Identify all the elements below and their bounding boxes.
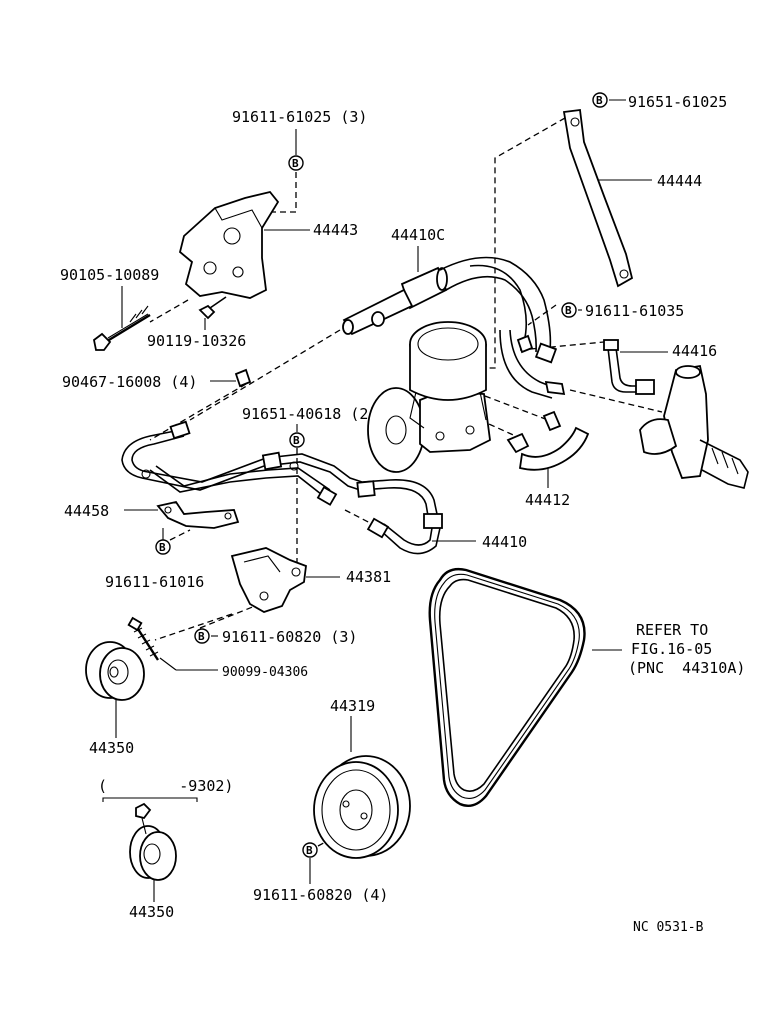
bracket-44443 [178,190,280,299]
label-44444: 44444 [657,172,702,190]
label-91611-60820-4: 91611-60820 (4) [253,886,388,904]
bracket-44381 [230,547,307,613]
bolt-90119-10326 [198,296,227,320]
label-90467-16008-4: 90467-16008 (4) [62,373,197,391]
refer-line-3: (PNC 44310A) [628,659,745,677]
clamp-90467-16008 [234,368,252,388]
bolt-badge-top-right: B [592,92,608,108]
bracket-44458 [156,500,240,529]
bolt-90105-10089 [93,305,151,351]
bolt-badge-44458: B [155,539,171,555]
idler-pulley-44350-a [85,641,145,701]
steering-gear-housing [639,364,749,489]
label-44381: 44381 [346,568,391,586]
pulley-44319 [313,755,411,859]
leader-lines [102,99,668,902]
bolt-badge-44381: B [194,628,210,644]
bracket-44444 [562,108,634,288]
power-steering-pump [367,321,491,473]
bolt-badge-bracket-right: B [561,302,577,318]
label-91611-61016: 91611-61016 [105,573,204,591]
svg-text:B: B [565,304,572,317]
svg-text:B: B [198,630,205,643]
label-44410c: 44410C [391,226,445,244]
label-90105-10089: 90105-10089 [60,266,159,284]
svg-text:B: B [293,434,300,447]
label-90119-10326: 90119-10326 [147,332,246,350]
label-44443: 44443 [313,221,358,239]
bolt-badge-44319: B [302,842,318,858]
svg-text:B: B [292,157,299,170]
label-44410: 44410 [482,533,527,551]
svg-text:B: B [596,94,603,107]
pressure-tubes [121,420,443,555]
refer-line-2: FIG.16-05 [631,640,712,658]
label-44350-a: 44350 [89,739,134,757]
label-91651-61025: 91651-61025 [628,93,727,111]
v-belt [428,567,586,807]
label-44416: 44416 [672,342,717,360]
label-91611-60820-3: 91611-60820 (3) [222,628,357,646]
label-44350-b: 44350 [129,903,174,921]
label-90099-04306: 90099-04306 [222,665,308,680]
label-44412: 44412 [525,491,570,509]
label-91611-61025-3: 91611-61025 (3) [232,108,367,126]
label-range-9302: ( -9302) [98,777,233,795]
stud-bolt-90099-04306 [127,616,160,661]
idler-pulley-44350-b [129,802,177,881]
svg-text:B: B [159,541,166,554]
hose-44410c [342,256,566,399]
bolt-badge-mid: B [289,432,305,448]
bolt-badge-top: B [288,155,304,171]
figure-code: NC 0531-B [633,920,704,935]
label-91651-40618-2: 91651-40618 (2) [242,405,377,423]
svg-text:B: B [306,844,313,857]
label-44458: 44458 [64,502,109,520]
label-44319: 44319 [330,697,375,715]
tube-44416 [603,339,655,395]
assembly-guide-lines [149,117,663,847]
label-91611-61035: 91611-61035 [585,302,684,320]
refer-line-1: REFER TO [636,621,708,639]
hose-44412 [506,410,590,471]
